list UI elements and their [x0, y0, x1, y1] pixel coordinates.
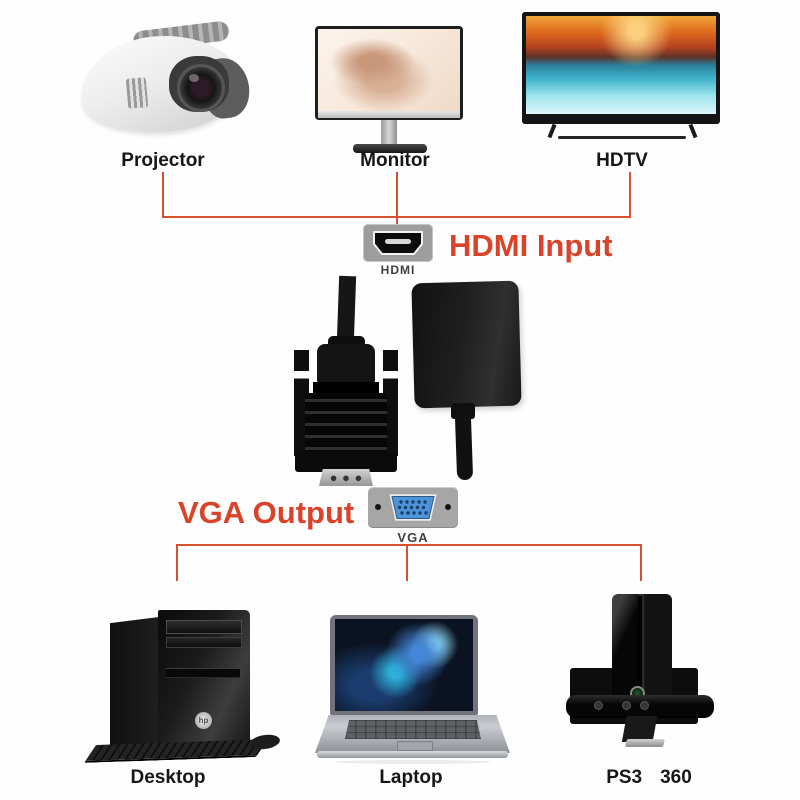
kinect-sensor-bar — [566, 695, 714, 718]
hp-logo: hp — [195, 712, 212, 729]
desktop-front-ports — [166, 668, 240, 678]
vga-output-title: VGA Output — [178, 495, 355, 530]
vga-connector-ring — [313, 382, 379, 395]
laptop-touchpad — [397, 741, 433, 751]
projector-lens-glint — [189, 74, 199, 82]
mouse-image — [249, 732, 281, 752]
monitor-chin — [318, 111, 460, 118]
line-bracket-to-hdmi-port — [396, 218, 398, 225]
hdtv-label: HDTV — [596, 150, 648, 171]
hdmi-plug-glyph — [373, 231, 423, 255]
line-projector-to-hdmi — [162, 172, 164, 218]
laptop-keyboard — [345, 720, 481, 739]
kinect-camera-lens-2 — [622, 701, 631, 710]
hdtv-image — [520, 8, 725, 144]
desktop-drive-bay — [166, 620, 242, 634]
desktop-image: hp — [84, 600, 285, 766]
vga-screw-right — [445, 504, 451, 510]
line-hdtv-to-hdmi — [629, 172, 631, 218]
projector-vent — [125, 77, 149, 109]
vga-connector-metal-end — [319, 469, 373, 486]
laptop-front-edge — [317, 751, 508, 758]
hdmi-port-icon — [363, 224, 433, 262]
vga-dsub-glyph — [388, 493, 438, 522]
console-label: PS3 360 — [569, 767, 729, 789]
monitor-label: Monitor — [360, 150, 430, 171]
desktop-front-panel: hp — [158, 610, 250, 752]
projector-lens — [177, 64, 225, 112]
line-bottom-bracket — [176, 544, 642, 546]
game-console-image — [558, 590, 723, 762]
hdmi-input-title: HDMI Input — [449, 228, 613, 263]
desktop-drive-bay-2 — [166, 637, 242, 648]
console-label-360: 360 — [660, 767, 692, 788]
console-groove — [638, 596, 642, 714]
desktop-side-panel — [110, 616, 160, 758]
projector-image — [75, 14, 255, 150]
console-stand-foot — [625, 739, 665, 747]
line-monitor-to-hdmi — [396, 172, 398, 218]
hdmi-port-caption: HDMI — [380, 263, 416, 277]
monitor-screen — [318, 29, 460, 111]
line-top-bracket — [162, 216, 631, 218]
monitor-stand-base — [353, 144, 427, 153]
vga-connector-neck — [317, 344, 375, 388]
console-stand — [621, 716, 658, 742]
console-label-ps3: PS3 — [606, 767, 643, 788]
projector-label: Projector — [121, 150, 205, 171]
monitor-image — [313, 20, 478, 153]
vga-port-caption: VGA — [397, 530, 429, 545]
monitor-stand-neck — [381, 120, 397, 146]
kinect-camera-lens — [594, 701, 603, 710]
vga-connector-flange — [295, 452, 397, 472]
hdtv-screen — [526, 16, 716, 114]
desktop-label: Desktop — [130, 767, 206, 788]
hdtv-leg-right — [688, 123, 698, 139]
adapter-dongle-body — [411, 280, 522, 409]
hdtv-leg-left — [547, 123, 557, 139]
hdtv-stand-bar — [558, 136, 686, 139]
laptop-shadow — [335, 760, 491, 764]
vga-screw-left — [375, 504, 381, 510]
vga-port-icon — [368, 487, 458, 528]
adapter-cable-top — [336, 275, 357, 343]
laptop-display — [335, 619, 473, 711]
kinect-camera-lens-3 — [640, 701, 649, 710]
vga-connector-grip — [305, 393, 387, 455]
line-vga-to-console — [640, 544, 642, 581]
laptop-image — [315, 610, 510, 764]
adapter-cable-bottom — [454, 413, 474, 481]
line-vga-to-desktop — [176, 544, 178, 581]
laptop-label: Laptop — [379, 767, 443, 788]
line-vga-to-laptop — [406, 544, 408, 581]
